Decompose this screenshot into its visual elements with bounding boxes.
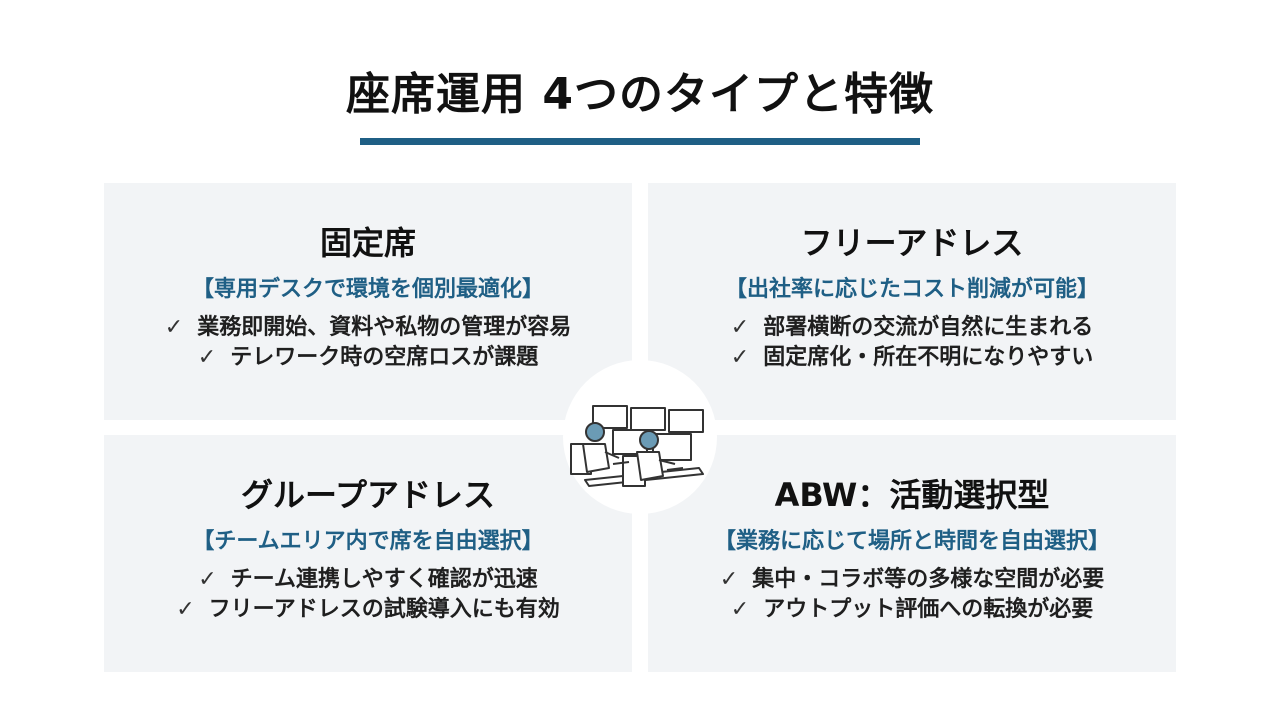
check-icon: ✓ <box>730 345 750 370</box>
card-point-text: フリーアドレスの試験導入にも有効 <box>208 597 560 622</box>
card-abw: ABW：活動選択型 【業務に応じて場所と時間を自由選択】 ✓集中・コラボ等の多様… <box>648 435 1176 672</box>
card-points: ✓ チーム連携しやすく確認が迅速 ✓ フリーアドレスの試験導入にも有効 <box>104 565 632 625</box>
page-title: 座席運用 4つのタイプと特徴 <box>346 69 934 120</box>
check-icon: ✓ <box>198 567 217 592</box>
card-points: ✓ 部署横断の交流が自然に生まれる ✓ 固定席化・所在不明になりやすい <box>648 313 1176 373</box>
card-subtitle: 【チームエリア内で席を自由選択】 <box>192 529 544 554</box>
card-point-text: 集中・コラボ等の多様な空間が必要 <box>752 567 1105 592</box>
card-free-address: フリーアドレス 【出社率に応じたコスト削減が可能】 ✓ 部署横断の交流が自然に生ま… <box>648 183 1176 420</box>
card-point-text: アウトプット評価への転換が必要 <box>763 597 1094 622</box>
card-point: ✓ チーム連携しやすく確認が迅速 <box>104 565 632 595</box>
office-illustration-icon <box>570 405 704 487</box>
card-subtitle: 【専用デスクで環境を個別最適化】 <box>191 277 544 302</box>
card-point: ✓ 業務即開始、資料や私物の管理が容易 <box>104 313 632 343</box>
card-fixed-seat: 固定席 【専用デスクで環境を個別最適化】 ✓ 業務即開始、資料や私物の管理が容易 … <box>104 183 632 420</box>
card-point-text: 部署横断の交流が自然に生まれる <box>763 315 1094 340</box>
card-title: フリーアドレス <box>800 224 1024 262</box>
check-icon: ✓ <box>730 597 750 622</box>
card-subtitle: 【出社率に応じたコスト削減が可能】 <box>724 277 1099 302</box>
check-icon: ✓ <box>176 597 195 622</box>
card-title: ABW：活動選択型 <box>774 476 1050 514</box>
check-icon: ✓ <box>719 567 739 592</box>
card-points: ✓ 業務即開始、資料や私物の管理が容易 ✓ テレワーク時の空席ロスが課題 <box>104 313 632 373</box>
check-icon: ✓ <box>730 315 750 340</box>
card-point: ✓ アウトプット評価への転換が必要 <box>648 595 1176 625</box>
title-underline <box>360 138 920 145</box>
card-subtitle: 【業務に応じて場所と時間を自由選択】 <box>713 529 1110 554</box>
card-title: グループアドレス <box>240 476 496 514</box>
card-points: ✓集中・コラボ等の多様な空間が必要 ✓アウトプット評価への転換が必要 <box>648 565 1176 625</box>
card-point-text: チーム連携しやすく確認が迅速 <box>230 567 538 592</box>
card-point-text: 業務即開始、資料や私物の管理が容易 <box>197 315 572 340</box>
card-point: ✓ 部署横断の交流が自然に生まれる <box>648 313 1176 343</box>
card-point: ✓ 集中・コラボ等の多様な空間が必要 <box>648 565 1176 595</box>
card-point: ✓ フリーアドレスの試験導入にも有効 <box>104 595 632 625</box>
check-icon: ✓ <box>197 345 217 370</box>
card-group-address: グループアドレス 【チームエリア内で席を自由選択】 ✓ チーム連携しやすく確認が迅… <box>104 435 632 672</box>
check-icon: ✓ <box>164 315 184 340</box>
office-workers-illustration <box>563 360 717 514</box>
card-point-text: 固定席化・所在不明になりやすい <box>763 345 1094 370</box>
card-point-text: テレワーク時の空席ロスが課題 <box>230 345 539 370</box>
card-point: ✓ テレワーク時の空席ロスが課題 <box>104 343 632 373</box>
card-title: 固定席 <box>319 224 416 262</box>
card-point: ✓ 固定席化・所在不明になりやすい <box>648 343 1176 373</box>
